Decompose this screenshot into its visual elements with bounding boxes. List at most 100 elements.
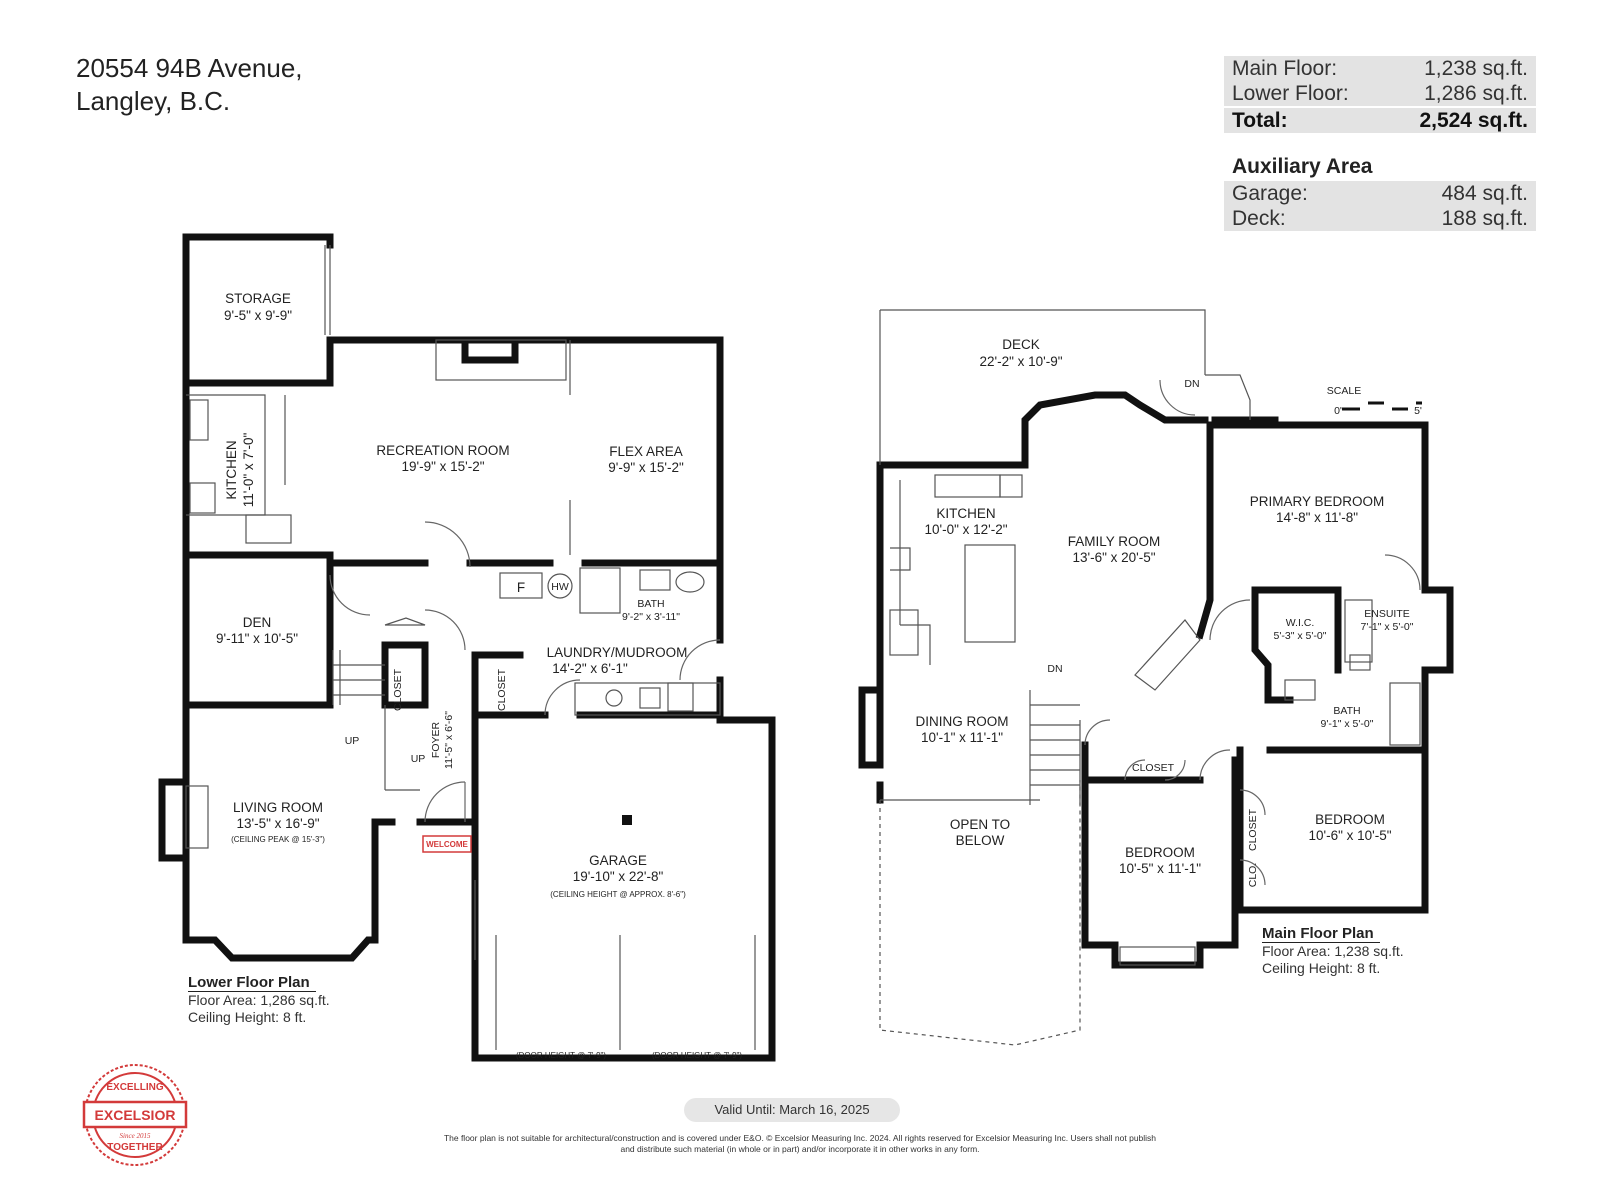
main-floor-thin-lines bbox=[879, 309, 1421, 1046]
address-line-1: 20554 94B Avenue, bbox=[76, 53, 303, 83]
lower-floor-labels: STORAGE 9'-5" x 9'-9" KITCHEN 11'-0" x 7… bbox=[216, 291, 742, 1060]
scale-label: SCALE bbox=[1327, 385, 1361, 397]
valid-until-badge: Valid Until: March 16, 2025 bbox=[684, 1098, 900, 1122]
main-bath-label: BATH bbox=[1333, 705, 1360, 717]
deck-dim: 22'-2" x 10'-9" bbox=[979, 354, 1062, 369]
kitchen-label: KITCHEN bbox=[224, 440, 239, 499]
lower-floor-doors bbox=[329, 521, 721, 823]
den-label: DEN bbox=[243, 615, 272, 630]
kitchen-main-label: KITCHEN bbox=[936, 506, 995, 521]
lower-floor-caption: Lower Floor Plan Floor Area: 1,286 sq.ft… bbox=[188, 974, 330, 1026]
stair-up-label-2: UP bbox=[411, 753, 426, 765]
main-floor-height: Ceiling Height: 8 ft. bbox=[1262, 960, 1381, 976]
main-floor-title: Main Floor Plan bbox=[1262, 925, 1380, 943]
hot-water-label: HW bbox=[551, 581, 569, 593]
foyer-dim: 11'-5" x 6'-6" bbox=[443, 711, 455, 769]
excelsior-logo bbox=[82, 1064, 188, 1166]
furnace-label: F bbox=[517, 580, 525, 595]
summary-row-deck: Deck: 188 sq.ft. bbox=[1224, 206, 1536, 231]
summary-row-total: Total: 2,524 sq.ft. bbox=[1224, 108, 1536, 133]
main-floor-walls bbox=[858, 391, 1454, 969]
lower-floor-title: Lower Floor Plan bbox=[188, 974, 316, 992]
living-room-label: LIVING ROOM bbox=[233, 800, 323, 815]
bedroom-2-label: BEDROOM bbox=[1315, 812, 1385, 827]
dining-room-dim: 10'-1" x 11'-1" bbox=[921, 730, 1003, 745]
summary-value: 484 sq.ft. bbox=[1441, 182, 1528, 205]
main-closet-1: CLOSET bbox=[1132, 762, 1175, 774]
living-room-note: (CEILING PEAK @ 15'-3") bbox=[231, 835, 325, 844]
main-clo-label: CLO. bbox=[1247, 863, 1259, 888]
logo-center-text: EXCELSIOR bbox=[95, 1107, 176, 1123]
summary-divider bbox=[1224, 106, 1536, 108]
storage-dim: 9'-5" x 9'-9" bbox=[224, 308, 292, 323]
ensuite-dim: 7'-1" x 5'-0" bbox=[1361, 621, 1414, 633]
wic-dim: 5'-3" x 5'-0" bbox=[1274, 630, 1327, 642]
flex-area-label: FLEX AREA bbox=[609, 444, 683, 459]
recreation-room-dim: 19'-9" x 15'-2" bbox=[401, 459, 484, 474]
summary-label: Lower Floor: bbox=[1232, 82, 1349, 105]
dining-room-label: DINING ROOM bbox=[916, 714, 1009, 729]
logo-top-text: EXCELLING bbox=[106, 1082, 163, 1093]
lower-closet-2: CLOSET bbox=[496, 668, 508, 711]
disclaimer-text: The floor plan is not suitable for archi… bbox=[443, 1133, 1157, 1154]
laundry-dim: 14'-2" x 6'-1" bbox=[552, 661, 628, 676]
kitchen-main-dim: 10'-0" x 12'-2" bbox=[924, 522, 1007, 537]
summary-label: Main Floor: bbox=[1232, 57, 1338, 80]
main-closet-2: CLOSET bbox=[1247, 808, 1259, 851]
main-floor-labels: DECK 22'-2" x 10'-9" KITCHEN 10'-0" x 12… bbox=[916, 337, 1422, 887]
scale-five: 5' bbox=[1414, 405, 1422, 417]
lower-floor-height: Ceiling Height: 8 ft. bbox=[188, 1009, 307, 1025]
garage-door-note-1: (DOOR HEIGHT @ 7'-9") bbox=[516, 1051, 606, 1060]
scale-bar bbox=[1342, 401, 1422, 411]
lower-floor-area: Floor Area: 1,286 sq.ft. bbox=[188, 992, 330, 1008]
summary-row-main: Main Floor: 1,238 sq.ft. bbox=[1224, 56, 1536, 81]
garage-door-note-2: (DOOR HEIGHT @ 7'-9") bbox=[652, 1051, 742, 1060]
summary-label: Deck: bbox=[1232, 207, 1286, 230]
summary-row-lower: Lower Floor: 1,286 sq.ft. bbox=[1224, 81, 1536, 106]
total-value: 2,524 sq.ft. bbox=[1419, 109, 1528, 132]
main-bath-dim: 9'-1" x 5'-0" bbox=[1321, 718, 1374, 730]
lower-bath-label: BATH bbox=[637, 598, 664, 610]
lower-floor-thin-lines bbox=[185, 245, 756, 1050]
laundry-label: LAUNDRY/MUDROOM bbox=[547, 645, 688, 660]
garage-note: (CEILING HEIGHT @ APPROX. 8'-6") bbox=[550, 890, 686, 899]
recreation-room-label: RECREATION ROOM bbox=[376, 443, 509, 458]
deck-stair-dn-label: DN bbox=[1184, 378, 1199, 390]
logo-year-text: Since 2015 bbox=[120, 1132, 151, 1140]
deck-label: DECK bbox=[1002, 337, 1040, 352]
welcome-mat-label: WELCOME bbox=[426, 840, 468, 849]
wic-label: W.I.C. bbox=[1286, 617, 1315, 629]
total-label: Total: bbox=[1232, 109, 1288, 132]
logo-bottom-text: TOGETHER bbox=[107, 1142, 163, 1153]
lower-closet-1: CLOSET bbox=[392, 668, 404, 711]
family-room-dim: 13'-6" x 20'-5" bbox=[1072, 550, 1155, 565]
living-room-dim: 13'-5" x 16'-9" bbox=[236, 816, 319, 831]
summary-value: 1,238 sq.ft. bbox=[1424, 57, 1528, 80]
address-line-2: Langley, B.C. bbox=[76, 86, 231, 116]
lower-bath-dim: 9'-2" x 3'-11" bbox=[622, 611, 680, 623]
kitchen-dim: 11'-0" x 7'-0" bbox=[241, 433, 256, 508]
garage-post bbox=[622, 815, 632, 825]
storage-label: STORAGE bbox=[225, 291, 291, 306]
primary-bedroom-dim: 14'-8" x 11'-8" bbox=[1276, 510, 1358, 525]
bedroom-1-dim: 10'-5" x 11'-1" bbox=[1119, 861, 1201, 876]
foyer-label: FOYER bbox=[430, 721, 442, 758]
open-to-below-1: OPEN TO bbox=[950, 817, 1010, 832]
main-floor-doors bbox=[1084, 379, 1421, 886]
garage-label: GARAGE bbox=[589, 853, 647, 868]
den-dim: 9'-11" x 10'-5" bbox=[216, 631, 298, 646]
summary-label: Garage: bbox=[1232, 182, 1308, 205]
logo-text: EXCELLING EXCELSIOR Since 2015 TOGETHER bbox=[95, 1082, 176, 1153]
flex-area-dim: 9'-9" x 15'-2" bbox=[608, 460, 684, 475]
auxiliary-title: Auxiliary Area bbox=[1232, 155, 1373, 178]
stair-up-label-1: UP bbox=[345, 735, 360, 747]
family-room-label: FAMILY ROOM bbox=[1068, 534, 1161, 549]
stair-dn-label: DN bbox=[1047, 663, 1062, 675]
main-floor-area: Floor Area: 1,238 sq.ft. bbox=[1262, 943, 1404, 959]
property-address: 20554 94B Avenue, Langley, B.C. bbox=[76, 52, 303, 118]
garage-dim: 19'-10" x 22'-8" bbox=[573, 869, 664, 884]
bedroom-1-label: BEDROOM bbox=[1125, 845, 1195, 860]
area-summary-table: Main Floor: 1,238 sq.ft. Lower Floor: 1,… bbox=[1224, 56, 1536, 231]
summary-value: 1,286 sq.ft. bbox=[1424, 82, 1528, 105]
